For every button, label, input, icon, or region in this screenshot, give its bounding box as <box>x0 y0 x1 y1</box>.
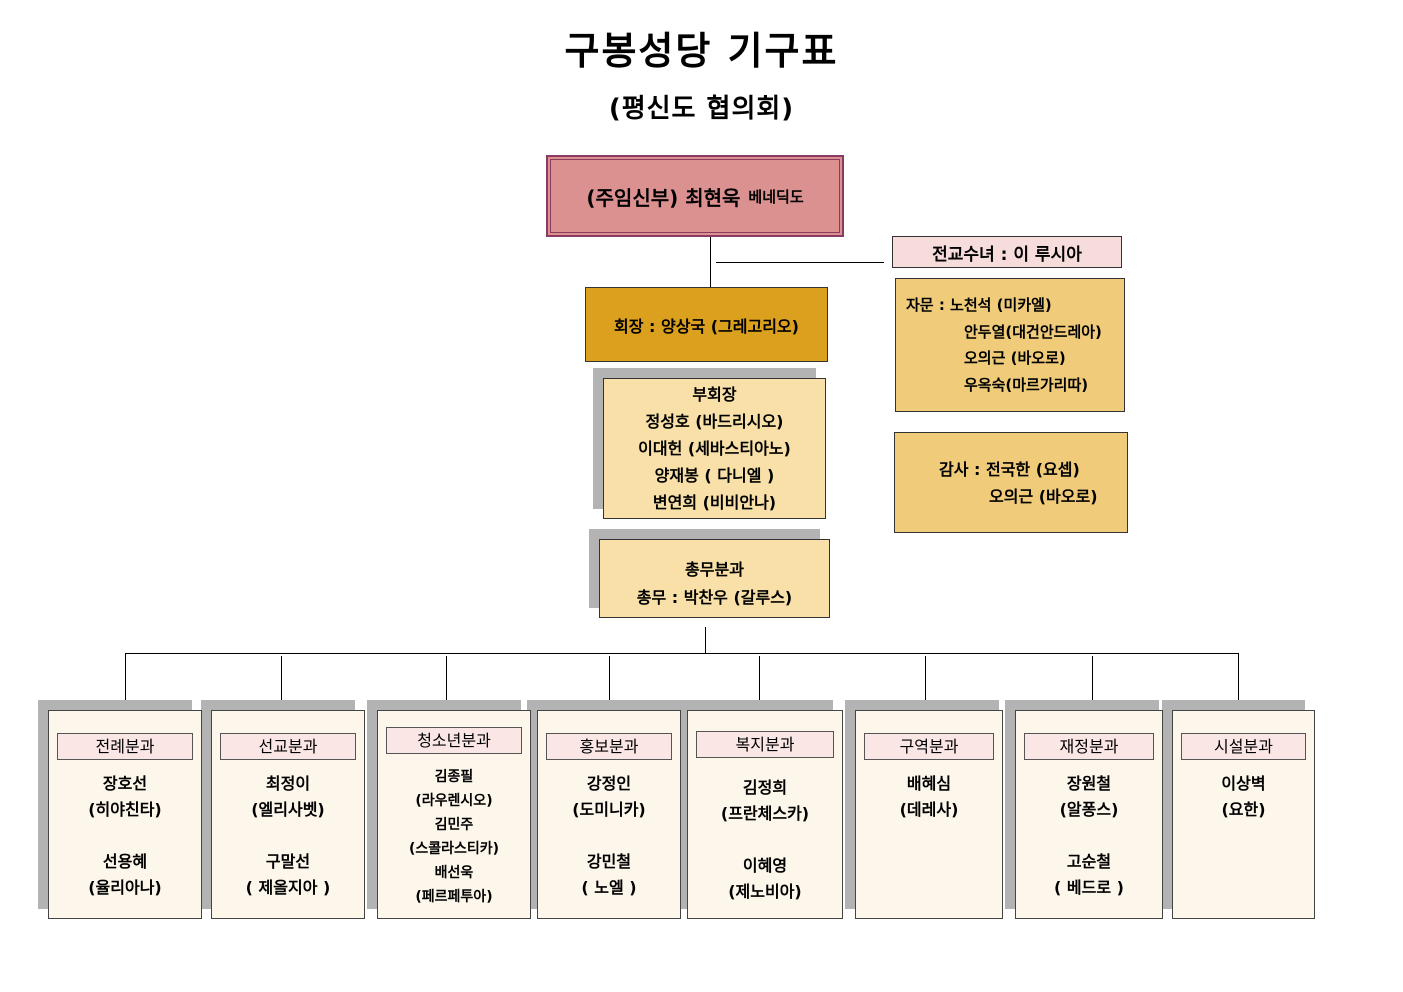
department-name: 선교분과 <box>220 733 356 760</box>
general-affairs-box: 총무분과 총무 : 박찬우 (갈루스) <box>599 539 830 618</box>
member-name: 이혜영 <box>742 856 788 875</box>
connector-dept-5 <box>759 656 760 700</box>
connector-dept-1 <box>125 653 126 700</box>
department-publicity: 홍보분과 강정인 (도미니카) 강민철 ( 노엘 ) <box>537 710 681 919</box>
member-name: 선용혜 <box>102 852 148 871</box>
general-member: 총무 : 박찬우 (갈루스) <box>636 587 793 607</box>
member-name: 장호선 <box>102 774 148 793</box>
sister-label: 전교수녀 : 이 루시아 <box>932 244 1082 265</box>
member-baptismal: (데레사) <box>899 800 959 819</box>
department-district: 구역분과 배혜심 (데레사) <box>855 710 1003 919</box>
advisor-member: 오의근 (바오로) <box>964 349 1066 367</box>
department-name: 홍보분과 <box>546 733 672 760</box>
advisor-box: 자문 : 노천석 (미카엘) 안두열(대건안드레아) 오의근 (바오로) 우옥숙… <box>895 278 1125 412</box>
spacer <box>538 823 680 849</box>
member-baptismal: (프란체스카) <box>720 804 810 823</box>
department-name: 재정분과 <box>1024 733 1154 760</box>
member-name: 김민주 <box>434 817 474 833</box>
vice-member: 정성호 (바드리시오) <box>645 412 784 431</box>
member-baptismal: (요한) <box>1221 800 1266 819</box>
member-baptismal: (알퐁스) <box>1059 800 1119 819</box>
sister-box: 전교수녀 : 이 루시아 <box>892 236 1122 268</box>
connector-general-departments <box>705 627 706 654</box>
spacer <box>688 827 842 853</box>
auditor-box: 감사 : 전국한 (요셉) 오의근 (바오로) <box>894 432 1128 533</box>
vice-member: 변연희 (비비안나) <box>652 493 777 512</box>
department-name: 복지분과 <box>696 731 834 758</box>
department-liturgy: 전례분과 장호선 (히야친타) 선용혜 (율리아나) <box>48 710 202 919</box>
president-label: 회장 : 양상국 (그레고리오) <box>614 316 799 336</box>
spacer <box>1016 823 1162 849</box>
pastor-baptismal-name: 베네딕도 <box>748 187 804 206</box>
member-name: 고순철 <box>1066 852 1112 871</box>
member-baptismal: (히야친타) <box>88 800 162 819</box>
spacer <box>49 823 201 849</box>
advisor-member: 우옥숙(마르가리따) <box>964 375 1089 394</box>
connector-to-sister <box>716 262 884 263</box>
connector-dept-8 <box>1238 653 1239 700</box>
auditor-first: 감사 : 전국한 (요셉) <box>939 459 1080 479</box>
pastor-box: (주임신부) 최현욱 베네딕도 <box>546 155 844 237</box>
department-name: 전례분과 <box>57 733 193 760</box>
member-name: 배선욱 <box>434 865 474 881</box>
chart-title: 구봉성당 기구표 <box>564 29 839 73</box>
member-name: 최정이 <box>265 774 311 793</box>
vice-member: 양재봉 ( 다니엘 ) <box>654 466 775 485</box>
vice-heading: 부회장 <box>692 385 737 404</box>
advisor-first: 자문 : 노천석 (미카엘) <box>906 296 1052 314</box>
vice-member: 이대헌 (세바스티아노) <box>638 439 791 458</box>
connector-dept-3 <box>446 656 447 700</box>
connector-pastor-president <box>710 237 711 287</box>
spacer <box>212 823 364 849</box>
member-baptismal: (스콜라스티카) <box>408 841 500 857</box>
member-baptismal: ( 베드로 ) <box>1054 878 1124 897</box>
member-baptismal: ( 제올지아 ) <box>245 878 331 897</box>
president-box: 회장 : 양상국 (그레고리오) <box>585 287 828 362</box>
member-name: 장원철 <box>1066 774 1112 793</box>
vice-president-box: 부회장 정성호 (바드리시오) 이대헌 (세바스티아노) 양재봉 ( 다니엘 )… <box>603 378 826 519</box>
member-name: 구말선 <box>265 852 311 871</box>
chart-subtitle: (평신도 협의회) <box>608 94 795 124</box>
department-mission: 선교분과 최정이 (엘리사벳) 구말선 ( 제올지아 ) <box>211 710 365 919</box>
pastor-role: (주임신부) 최현욱 <box>586 185 741 210</box>
member-baptismal: (율리아나) <box>88 878 162 897</box>
connector-dept-6 <box>925 656 926 700</box>
department-youth: 청소년분과 김종필 (라우렌시오) 김민주 (스콜라스티카) 배선욱 (페르페투… <box>377 710 531 919</box>
member-name: 김정희 <box>742 778 788 797</box>
connector-dept-2 <box>281 656 282 700</box>
connector-dept-7 <box>1092 656 1093 700</box>
department-facilities: 시설분과 이상벽 (요한) <box>1172 710 1315 919</box>
member-baptismal: ( 노엘 ) <box>581 878 637 897</box>
department-name: 시설분과 <box>1181 733 1306 760</box>
member-baptismal: (페르페투아) <box>415 889 493 905</box>
member-name: 김종필 <box>434 769 474 785</box>
general-heading: 총무분과 <box>685 559 744 579</box>
connector-dept-4 <box>609 656 610 700</box>
advisor-member: 안두열(대건안드레아) <box>964 322 1102 341</box>
department-name: 구역분과 <box>864 733 994 760</box>
connector-department-bus <box>125 653 1239 654</box>
member-name: 강민철 <box>586 852 632 871</box>
member-baptismal: (엘리사벳) <box>251 800 325 819</box>
member-baptismal: (제노비아) <box>728 882 802 901</box>
department-finance: 재정분과 장원철 (알퐁스) 고순철 ( 베드로 ) <box>1015 710 1163 919</box>
member-baptismal: (도미니카) <box>572 800 646 819</box>
member-baptismal: (라우렌시오) <box>415 793 493 809</box>
member-name: 강정인 <box>586 774 632 793</box>
department-name: 청소년분과 <box>386 727 522 754</box>
department-welfare: 복지분과 김정희 (프란체스카) 이혜영 (제노비아) <box>687 710 843 919</box>
auditor-member: 오의근 (바오로) <box>989 486 1098 506</box>
member-name: 배혜심 <box>906 774 952 793</box>
member-name: 이상벽 <box>1221 774 1266 793</box>
